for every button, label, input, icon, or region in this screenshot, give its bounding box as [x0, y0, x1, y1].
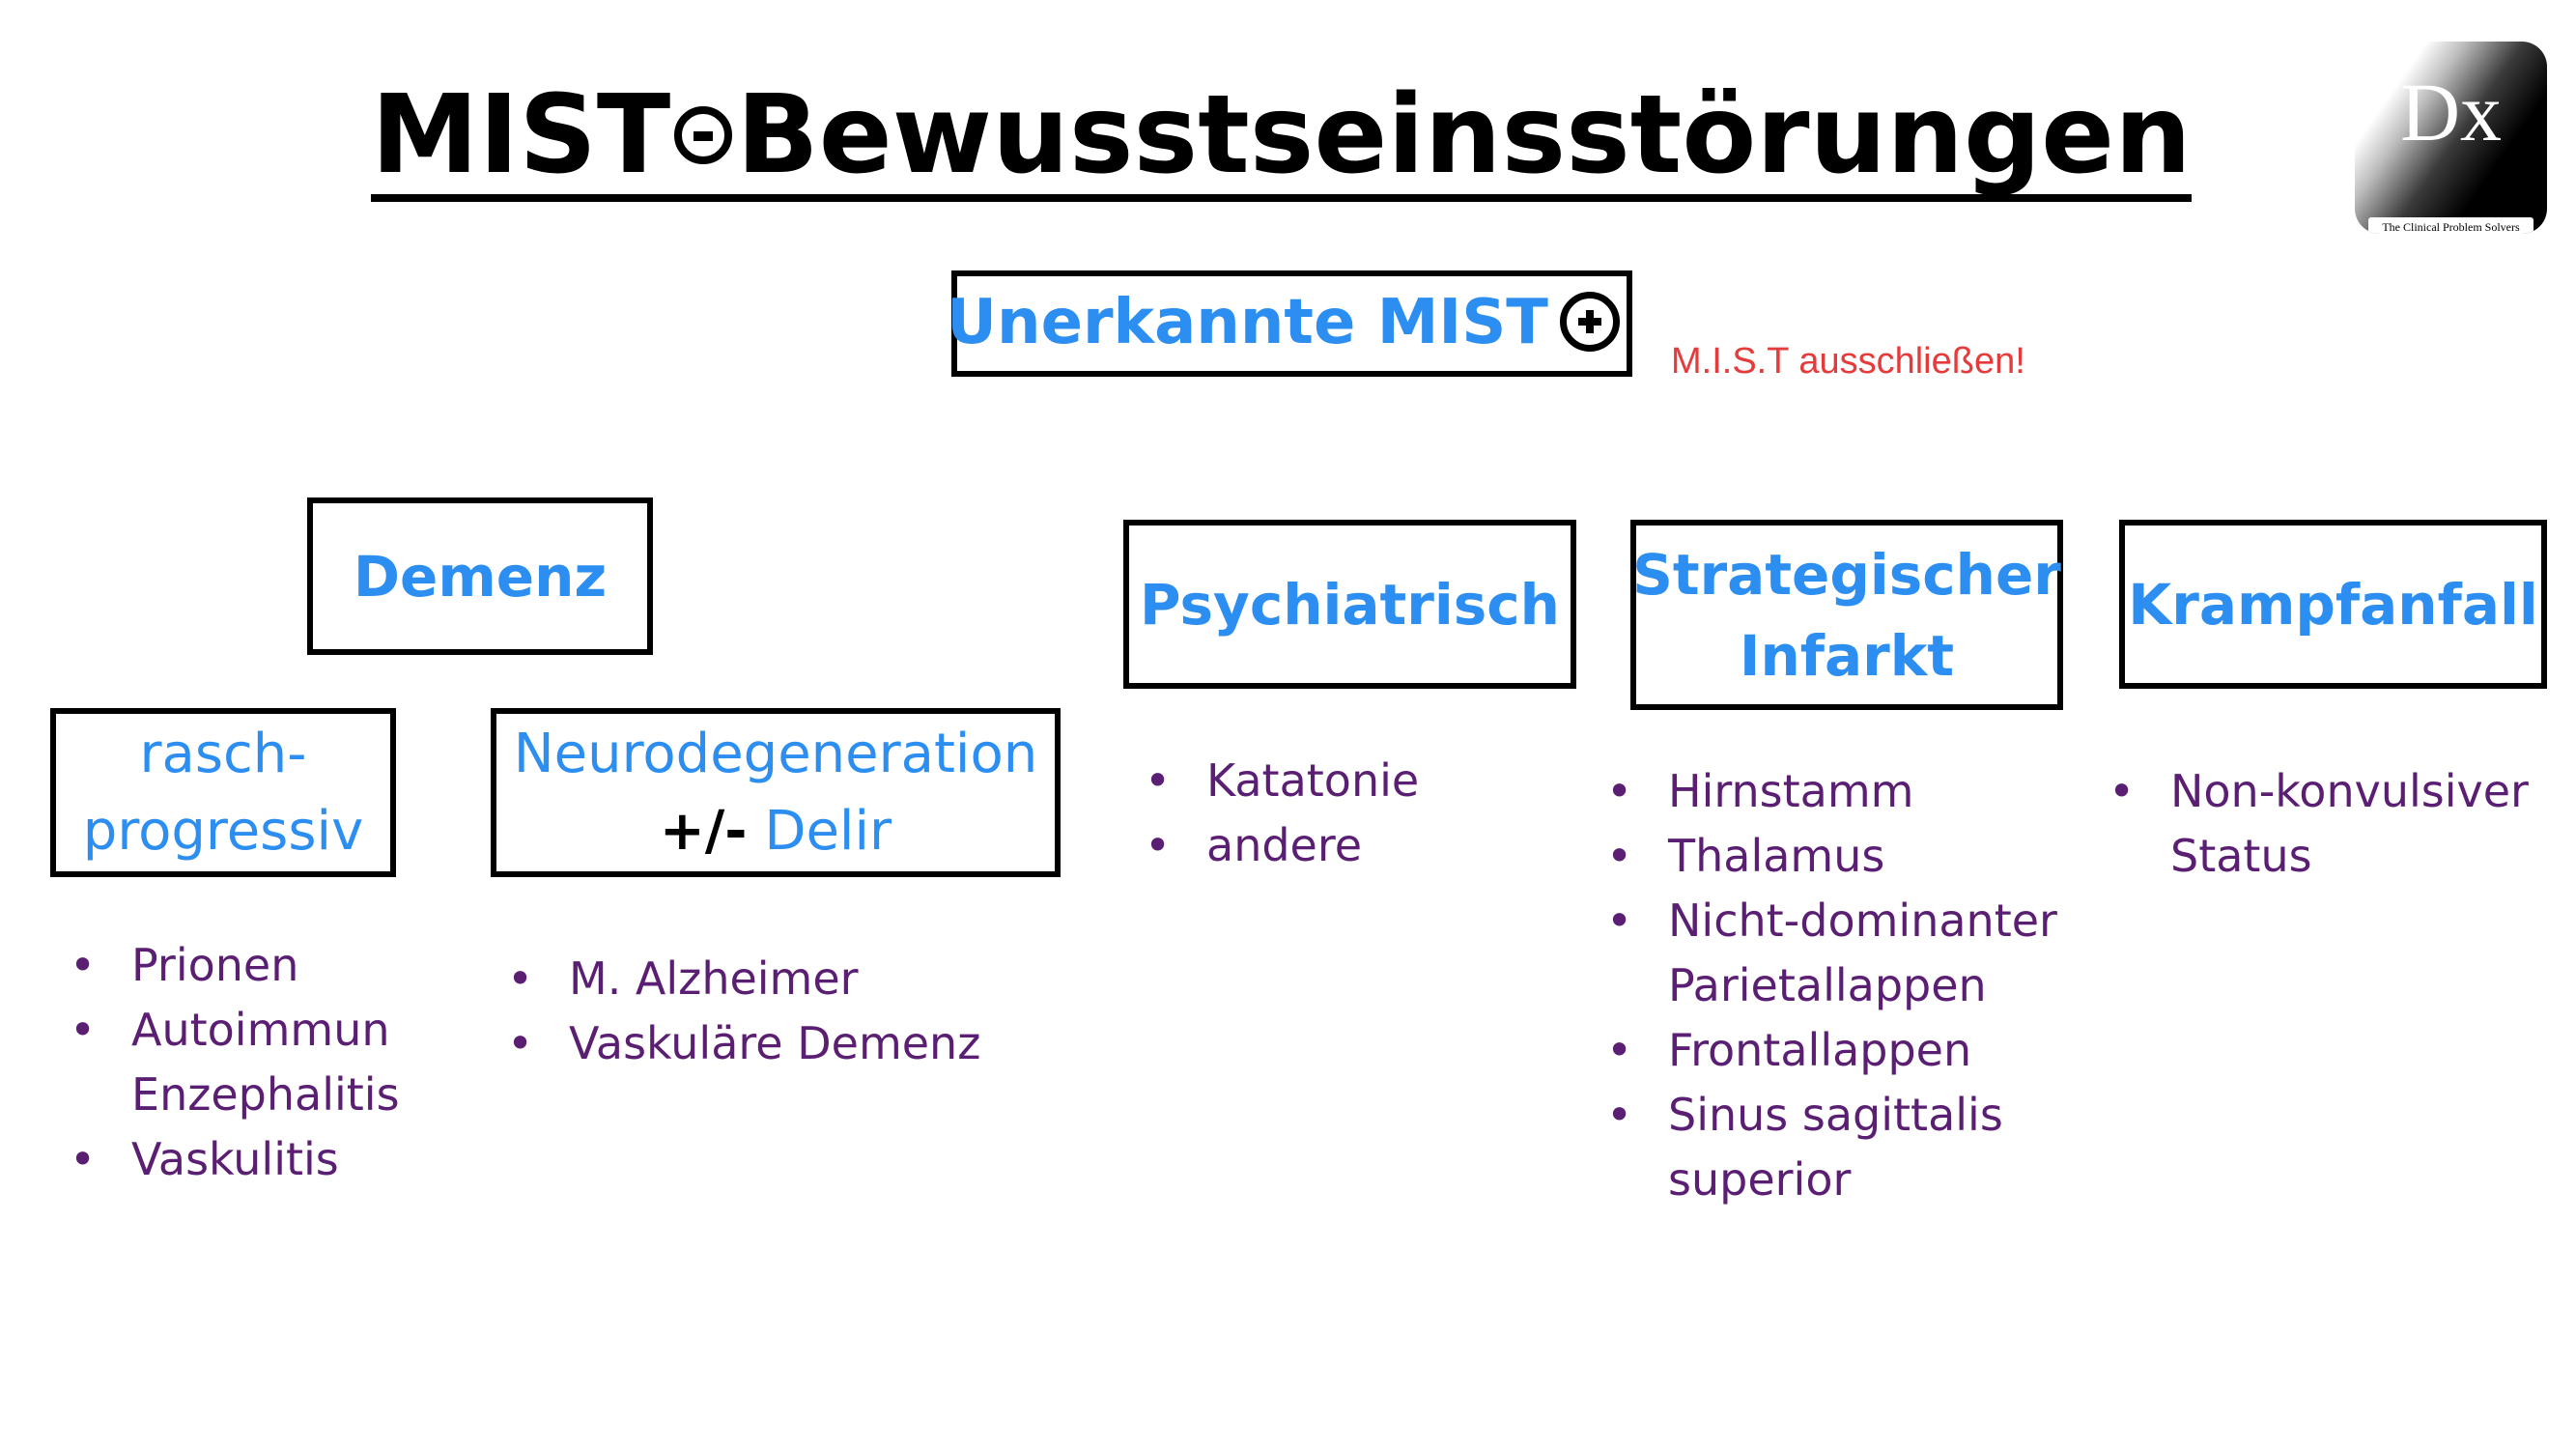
dx-logo: Dx The Clinical Problem Solvers: [2355, 42, 2547, 234]
page-title: MIST Bewusstseinsstörungen: [0, 68, 2576, 203]
plus-circle-icon: [1559, 291, 1620, 352]
logo-strip: [2368, 217, 2534, 234]
logo-mark: Dx: [2399, 66, 2503, 158]
list-item: M. Alzheimer: [507, 947, 980, 1011]
neurodegeneration-label-line1: Neurodegeneration: [513, 722, 1038, 785]
rasch-progressiv-label-line1: rasch-: [139, 722, 307, 785]
rasch-progressiv-box: rasch- progressiv: [50, 708, 396, 877]
list-item: Katatonie: [1145, 749, 1419, 813]
list-item: Vaskuläre Demenz: [507, 1011, 980, 1076]
list-item: Frontallappen: [1606, 1018, 2057, 1083]
list-item: Hirnstamm: [1606, 759, 2057, 824]
krampfanfall-label: Krampfanfall: [2128, 571, 2538, 638]
list-item: Thalamus: [1606, 824, 2057, 889]
list-item: Prionen: [70, 933, 400, 998]
title-left: MIST: [371, 72, 671, 198]
psychiatrisch-label: Psychiatrisch: [1140, 571, 1560, 638]
list-item: Vaskulitis: [70, 1127, 400, 1192]
title-right: Bewusstseinsstörungen: [736, 72, 2192, 198]
psychiatrisch-box: Psychiatrisch: [1123, 520, 1576, 689]
neurodegeneration-delir: Delir: [747, 799, 892, 863]
strategischer-infarkt-label-line1: Strategischer: [1632, 541, 2061, 608]
strategischer-infarkt-box: Strategischer Infarkt: [1630, 520, 2063, 710]
neurodegeneration-list: M. Alzheimer Vaskuläre Demenz: [507, 947, 980, 1076]
demenz-box: Demenz: [307, 497, 653, 655]
neurodegeneration-box: Neurodegeneration +/- Delir: [491, 708, 1061, 877]
neurodegeneration-plus-minus: +/-: [659, 799, 748, 863]
minus-circle-icon: [674, 106, 733, 165]
unerkannte-mist-box: Unerkannte MIST: [947, 270, 1632, 377]
psychiatrisch-list: Katatonie andere: [1145, 749, 1419, 878]
exclude-note: M.I.S.T ausschließen!: [1671, 341, 2025, 382]
strategischer-infarkt-list: Hirnstamm Thalamus Nicht-dominanterParie…: [1606, 759, 2057, 1212]
logo-tagline: The Clinical Problem Solvers: [2382, 220, 2520, 234]
krampfanfall-box: Krampfanfall: [2119, 520, 2547, 689]
list-item: andere: [1145, 813, 1419, 878]
demenz-label: Demenz: [353, 543, 608, 610]
unerkannte-mist-label: Unerkannte MIST: [947, 287, 1548, 359]
rasch-progressiv-label-line2: progressiv: [82, 799, 364, 863]
strategischer-infarkt-label-line2: Infarkt: [1739, 622, 1955, 689]
